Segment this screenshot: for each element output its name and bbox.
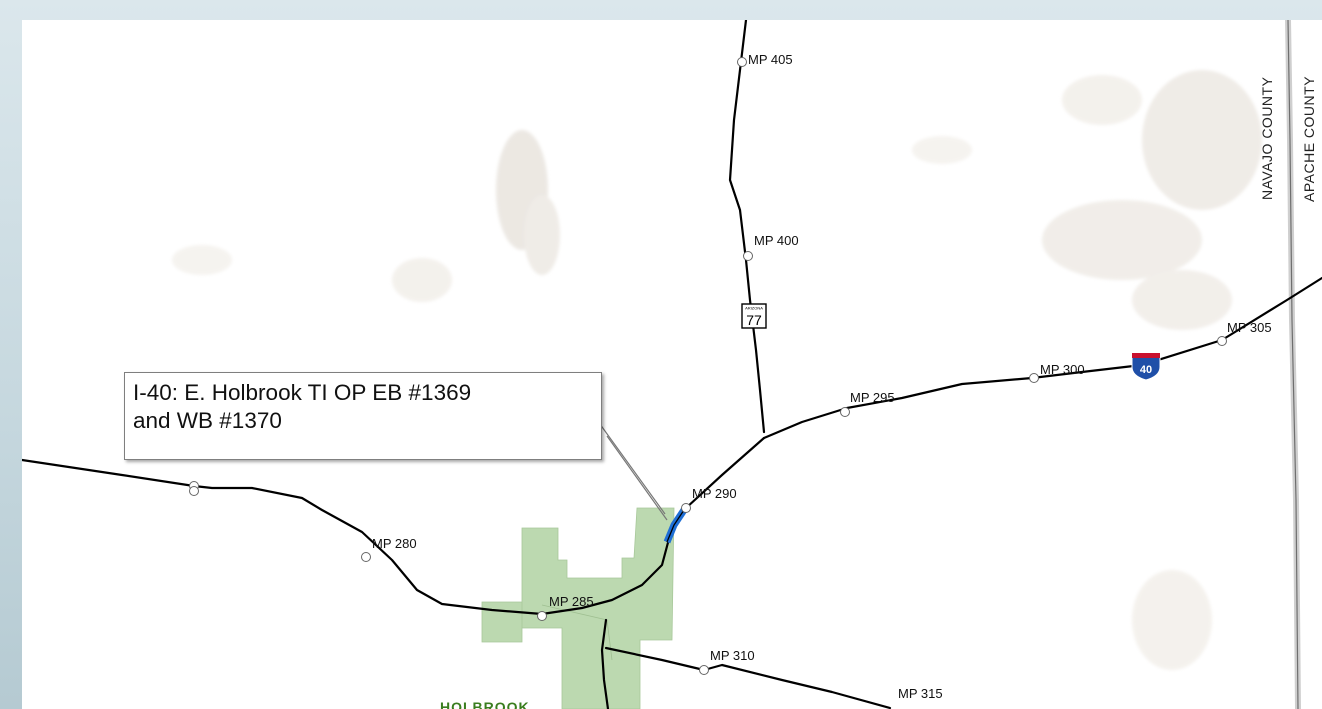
bridge-highlight-center: [666, 509, 685, 543]
mp285-marker: [537, 611, 547, 621]
roads: [22, 20, 1322, 709]
map-canvas[interactable]: MP 405 MP 400 MP 305 MP 300 MP 295 MP 29…: [22, 20, 1322, 709]
mp310-label: MP 310: [710, 648, 755, 663]
apache-county-label: APACHE COUNTY: [1301, 76, 1317, 202]
svg-text:77: 77: [746, 312, 762, 328]
svg-text:ARIZONA: ARIZONA: [745, 306, 763, 311]
mp280-label: MP 280: [372, 536, 417, 551]
mp295-label: MP 295: [850, 390, 895, 405]
mp300-marker: [1029, 373, 1039, 383]
milepost-markers: [189, 57, 1227, 675]
us180-road: [604, 646, 892, 709]
map-svg: MP 405 MP 400 MP 305 MP 300 MP 295 MP 29…: [22, 20, 1322, 709]
i40-holbrook-road: [22, 436, 766, 616]
bridge-callout: I-40: E. Holbrook TI OP EB #1369 and WB …: [124, 372, 602, 460]
mp305-label: MP 305: [1227, 320, 1272, 335]
i40-shield-icon: 40: [1131, 352, 1161, 381]
mp310-marker: [699, 665, 709, 675]
mp400-marker: [743, 251, 753, 261]
navajo-county-label: NAVAJO COUNTY: [1259, 76, 1275, 200]
mp315-label: MP 315: [898, 686, 943, 701]
callout-line-1: I-40: E. Holbrook TI OP EB #1369: [133, 380, 472, 405]
svg-text:40: 40: [1140, 364, 1152, 376]
county-boundary: [1285, 20, 1301, 709]
mp290-label: MP 290: [692, 486, 737, 501]
mp405-label: MP 405: [748, 52, 793, 67]
mp285-label: MP 285: [549, 594, 594, 609]
mp305-marker: [1217, 336, 1227, 346]
callout-line-2: and WB #1370: [133, 408, 282, 433]
mp300-label: MP 300: [1040, 362, 1085, 377]
city-south-road: [600, 618, 610, 709]
sr77-road: [728, 20, 766, 434]
mp295-marker: [840, 407, 850, 417]
terrain-relief: [172, 70, 1262, 670]
sr77-shield-icon: ARIZONA 77: [741, 303, 767, 329]
mp405-marker: [737, 57, 747, 67]
mp400-label: MP 400: [754, 233, 799, 248]
callout-leader: [596, 419, 668, 521]
holbrook-label: HOLBROOK: [440, 699, 530, 709]
mp290-marker: [681, 503, 691, 513]
west-marker-b: [189, 486, 199, 496]
mp280-marker: [361, 552, 371, 562]
